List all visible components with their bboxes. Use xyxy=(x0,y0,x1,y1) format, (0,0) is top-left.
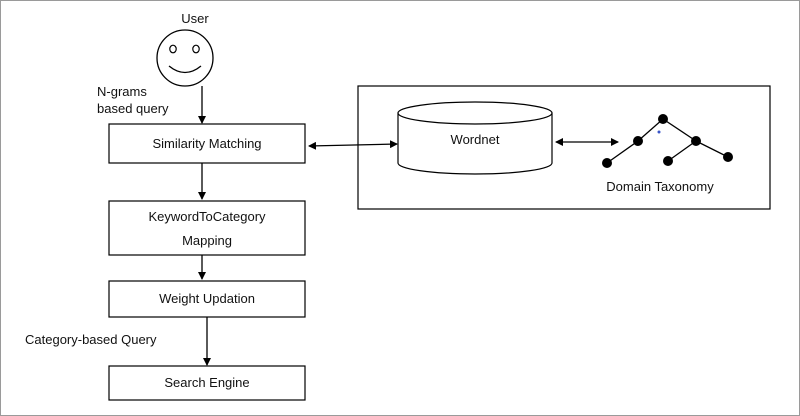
edge-label-ngrams-line2: based query xyxy=(97,101,169,116)
similarity-matching-box xyxy=(108,123,306,164)
edge-label-ngrams-line1: N-grams xyxy=(97,84,147,99)
smiley-face-icon xyxy=(156,29,214,87)
weight-updation-box xyxy=(108,280,306,318)
wordnet-database-icon xyxy=(397,101,553,175)
weight-updation-label: Weight Updation xyxy=(159,291,255,306)
wordnet-label: Wordnet xyxy=(451,132,500,147)
search-engine-label: Search Engine xyxy=(164,375,249,390)
similarity-matching-label: Similarity Matching xyxy=(152,136,261,151)
taxonomy-tree-icon xyxy=(602,114,733,168)
user-label: User xyxy=(181,11,209,26)
edge-label-category-query: Category-based Query xyxy=(25,332,157,347)
similarity-wordnet-bidirectional-arrow xyxy=(308,140,398,150)
search-engine-box xyxy=(108,365,306,401)
keyword-mapping-label-line1: KeywordToCategory xyxy=(148,209,266,224)
domain-taxonomy-label: Domain Taxonomy xyxy=(606,179,714,194)
keyword-to-category-mapping-box xyxy=(108,200,306,256)
keyword-mapping-label-line2: Mapping xyxy=(182,233,232,248)
